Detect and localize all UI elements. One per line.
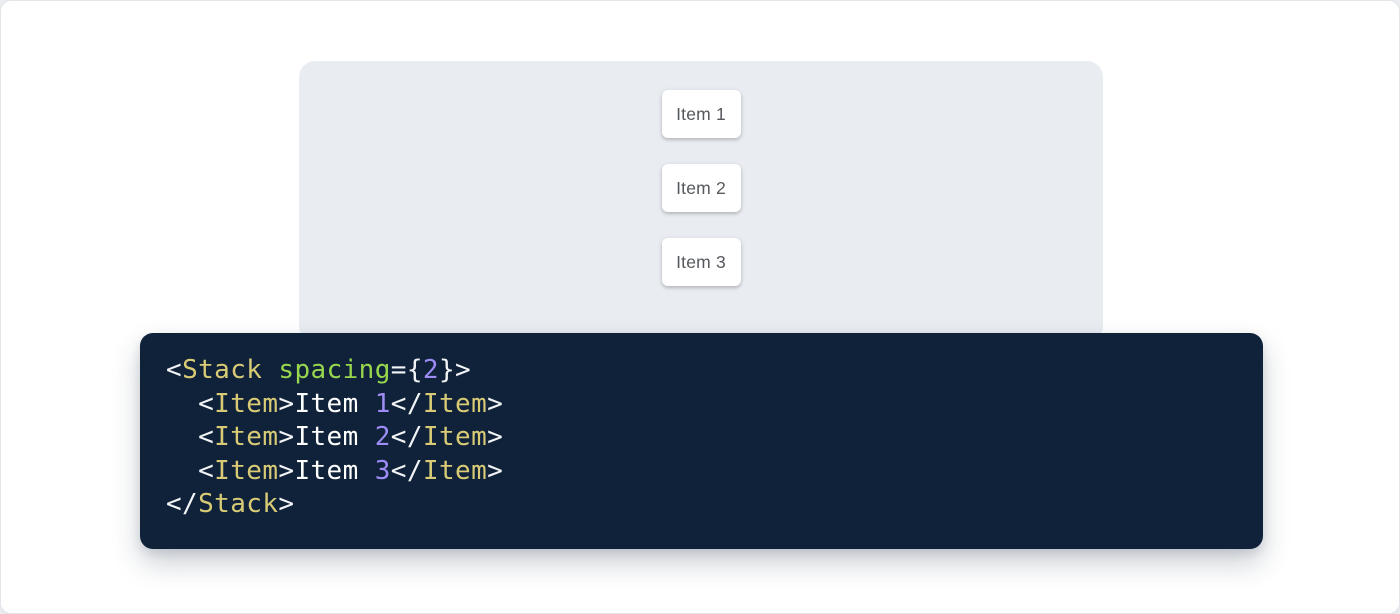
code-token [166,456,198,486]
code-token: > [278,389,294,419]
code-token: = [391,355,407,385]
code-token: </ [391,456,423,486]
code-token [166,422,198,452]
code-token: > [487,422,503,452]
code-line: <Item>Item 2</Item> [166,421,1237,455]
code-token: Item [294,422,374,452]
code-token: </ [391,422,423,452]
code-token: { [407,355,423,385]
code-line: <Item>Item 3</Item> [166,455,1237,489]
code-line: <Stack spacing={2}> [166,354,1237,388]
code-token: > [278,456,294,486]
code-token: Stack [182,355,262,385]
code-token: < [198,456,214,486]
code-token: Item [423,422,487,452]
item-card: Item 2 [662,164,741,212]
code-token: > [278,489,294,519]
code-token [262,355,278,385]
code-snippet: <Stack spacing={2}> <Item>Item 1</Item> … [166,354,1237,522]
code-token: > [487,456,503,486]
code-token: Stack [198,489,278,519]
code-token: > [278,422,294,452]
code-token: </ [391,389,423,419]
code-line: <Item>Item 1</Item> [166,388,1237,422]
code-token: < [198,389,214,419]
code-token: < [198,422,214,452]
code-token: 2 [375,422,391,452]
code-token: > [487,389,503,419]
code-token: Item [294,389,374,419]
code-token: Item [423,456,487,486]
code-token: Item [214,456,278,486]
code-token: 3 [375,456,391,486]
code-token: > [455,355,471,385]
code-token [166,389,198,419]
code-token: Item [423,389,487,419]
code-token: } [439,355,455,385]
code-token: < [166,355,182,385]
stack-demo-panel: Item 1 Item 2 Item 3 [299,61,1103,342]
code-token: Item [214,389,278,419]
code-block: <Stack spacing={2}> <Item>Item 1</Item> … [140,333,1263,549]
code-token: </ [166,489,198,519]
code-token: Item [214,422,278,452]
code-line: </Stack> [166,488,1237,522]
code-token: Item [294,456,374,486]
code-token: spacing [278,355,390,385]
code-token: 1 [375,389,391,419]
item-card: Item 1 [662,90,741,138]
item-card: Item 3 [662,238,741,286]
code-token: 2 [423,355,439,385]
stack-container: Item 1 Item 2 Item 3 [299,61,1103,286]
